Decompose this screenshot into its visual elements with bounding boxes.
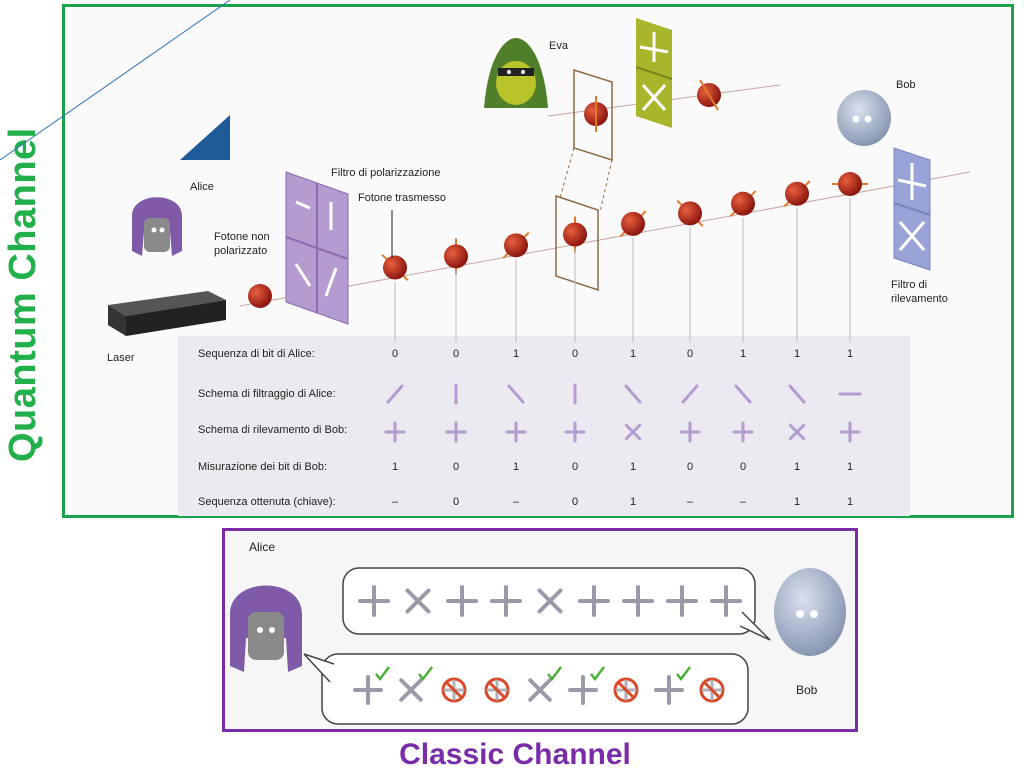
rejected-icon <box>441 677 467 703</box>
cross-symbol <box>537 588 563 614</box>
bob-bit-cell: 0 <box>452 461 460 473</box>
filter-symbol-diag-right <box>386 384 404 404</box>
photon <box>504 233 528 258</box>
cross-symbol <box>788 423 806 441</box>
key-cell: 0 <box>452 496 460 508</box>
classic-channel-label: Classic Channel <box>399 738 631 771</box>
key-cell: – <box>512 496 520 508</box>
row-label-key: Sequenza ottenuta (chiave): <box>198 496 336 508</box>
check-icon <box>676 666 691 682</box>
bob-avatar <box>837 90 891 146</box>
photon <box>444 244 468 269</box>
detection-filter <box>893 147 931 271</box>
rejected-slash <box>616 680 636 700</box>
eva-filter-2 <box>635 18 673 128</box>
filter-symbol-diag-left <box>624 384 642 404</box>
laser-label: Laser <box>107 352 135 364</box>
rejected-icon <box>484 677 510 703</box>
cross-symbol <box>405 588 431 614</box>
photon <box>678 201 702 226</box>
bob-bit-cell: 1 <box>391 461 399 473</box>
detection-label-1: Filtro di <box>891 279 928 291</box>
classic-alice-label: Alice <box>249 540 276 554</box>
photon <box>621 211 645 236</box>
bob-bit-cell: 1 <box>629 461 637 473</box>
check-icon <box>547 666 562 682</box>
rejected-slash <box>487 680 507 700</box>
eva-filter-1 <box>559 68 613 213</box>
row-label-bob-bits: Misurazione dei bit di Bob: <box>198 461 328 473</box>
classic-bob-avatar <box>774 568 846 656</box>
alice-bit-cell: 1 <box>629 348 637 360</box>
photon <box>383 255 407 280</box>
laser-icon <box>108 291 226 336</box>
photon <box>563 222 587 247</box>
filter-symbol-diag-right <box>681 384 699 404</box>
rejected-slash <box>444 680 464 700</box>
filter-symbol-diag-left <box>734 384 752 404</box>
photon <box>785 181 809 206</box>
check-icon <box>418 666 433 682</box>
corner-decoration <box>0 0 230 160</box>
alice-bit-cell: 0 <box>452 348 460 360</box>
bob-bit-cell: 0 <box>571 461 579 473</box>
alice-label: Alice <box>190 181 214 193</box>
alice-avatar <box>132 197 182 256</box>
classic-alice-avatar <box>230 585 302 672</box>
alice-bit-cell: 0 <box>391 348 399 360</box>
filter-symbol-diag-left <box>788 384 806 404</box>
row-label-bob-schemes: Schema di rilevamento di Bob: <box>198 424 348 436</box>
check-icon <box>375 666 390 682</box>
row-label-alice-filters: Schema di filtraggio di Alice: <box>198 388 336 400</box>
beam-filter <box>555 194 599 292</box>
alice-bit-cell: 0 <box>686 348 694 360</box>
eva-photon-2-axis <box>699 79 719 111</box>
alice-bit-cell: 1 <box>846 348 854 360</box>
key-cell: 1 <box>793 496 801 508</box>
rejected-slash <box>702 680 722 700</box>
bob-bit-cell: 0 <box>686 461 694 473</box>
bob-bit-cell: 0 <box>739 461 747 473</box>
photon-transmitted-label: Fotone trasmesso <box>358 192 447 204</box>
eva-avatar <box>484 38 548 108</box>
filter-label: Filtro di polarizzazione <box>331 167 441 179</box>
key-cell: 1 <box>629 496 637 508</box>
eva-label: Eva <box>549 40 568 52</box>
unpolarized-label-2: polarizzato <box>214 245 268 257</box>
bob-bit-cell: 1 <box>512 461 520 473</box>
photon <box>838 172 862 197</box>
photon <box>731 191 755 216</box>
alice-bit-cell: 0 <box>571 348 579 360</box>
polarization-filter <box>285 171 349 325</box>
row-label-alice-bits: Sequenza di bit di Alice: <box>198 348 315 360</box>
alice-bit-cell: 1 <box>739 348 747 360</box>
alice-bit-cell: 1 <box>793 348 801 360</box>
bob-bit-cell: 1 <box>793 461 801 473</box>
bob-bit-cell: 1 <box>846 461 854 473</box>
key-cell: 0 <box>571 496 579 508</box>
key-cell: 1 <box>846 496 854 508</box>
photon-unpolarized <box>248 284 272 308</box>
key-cell: – <box>686 496 694 508</box>
check-icon <box>590 666 605 682</box>
cross-symbol <box>624 423 642 441</box>
alice-bit-cell: 1 <box>512 348 520 360</box>
filter-symbol-diag-left <box>507 384 525 404</box>
rejected-icon <box>699 677 725 703</box>
key-cell: – <box>739 496 747 508</box>
alice-reply-bubble <box>321 653 749 725</box>
classic-bob-label: Bob <box>796 683 818 697</box>
unpolarized-label-1: Fotone non <box>214 231 270 243</box>
bob-label: Bob <box>896 79 916 91</box>
detection-label-2: rilevamento <box>891 293 948 305</box>
key-cell: – <box>391 496 399 508</box>
cross-symbol <box>399 678 423 702</box>
rejected-icon <box>613 677 639 703</box>
cross-symbol <box>528 678 552 702</box>
bit-table <box>178 336 910 516</box>
